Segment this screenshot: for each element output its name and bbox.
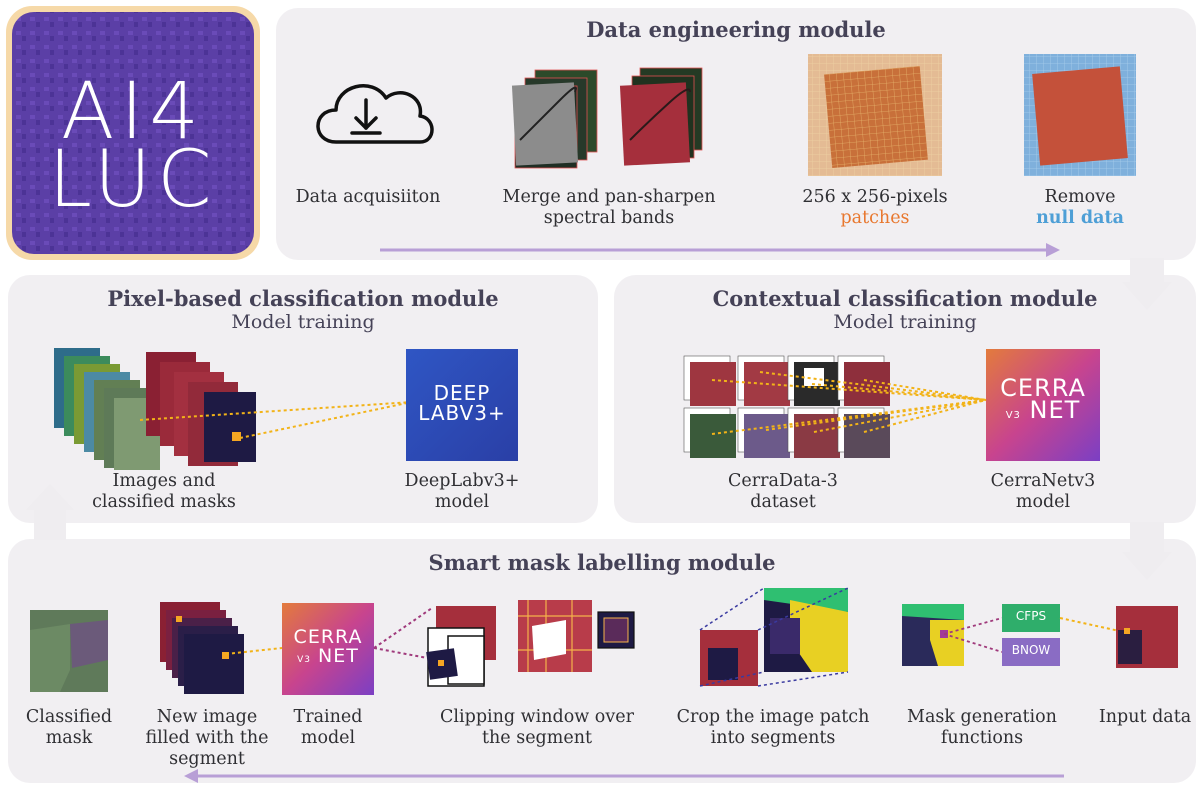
deeplab-model-label-line1: DeepLabv3+ — [404, 471, 520, 491]
step-remove-label-line1: Remove — [1044, 187, 1116, 207]
classified-mask-label-line1: Classified — [25, 707, 113, 727]
step-merge-label: Merge and pan-sharpen spectral bands — [494, 187, 724, 229]
cerranet-logo-line2-wrap: V3 NET — [986, 396, 1100, 427]
patches-grid-image — [808, 54, 942, 176]
crop-segments-image — [699, 587, 849, 687]
cerradata-grid — [683, 355, 987, 458]
step-null-data-accent: null data — [1036, 208, 1124, 228]
classified-mask-image — [30, 610, 108, 692]
crop-patch-label-line1: Crop the image patch — [676, 707, 870, 727]
trained-model-label-line2: model — [300, 728, 356, 748]
connector-arrow-down-1 — [1122, 258, 1172, 310]
crop-patch-label: Crop the image patch into segments — [670, 707, 876, 749]
mask-generation-label-line2: functions — [940, 728, 1024, 748]
step-patches-label: 256 x 256-pixels patches — [770, 187, 980, 229]
cerranet-model-label-line2: model — [1015, 492, 1071, 512]
mask-generation-label: Mask generation functions — [894, 707, 1070, 749]
trained-model-label-line1: Trained — [293, 707, 363, 727]
mask-generation-image — [902, 604, 1003, 666]
bnow-label: BNOW — [1011, 643, 1051, 657]
cerradata-label-line2: dataset — [750, 492, 816, 512]
new-image-label-line3: segment — [169, 749, 245, 769]
step-data-acquisition-label: Data acquisiiton — [295, 187, 441, 207]
cerranet-model-label-line1: CerraNetv3 — [990, 471, 1096, 491]
trained-cerranet-logo-line2-wrap: V3 NET — [282, 647, 374, 670]
clipping-window-label-line2: the segment — [481, 728, 593, 748]
trained-cerranet-logo-line1: CERRA — [293, 626, 363, 648]
step-patches-accent: patches — [840, 208, 910, 228]
clipping-window-images — [426, 600, 635, 687]
mask-generation-label-line1: Mask generation — [907, 707, 1057, 727]
deeplab-model-label: DeepLabv3+ model — [382, 471, 542, 513]
new-image-label-line2: filled with the — [145, 728, 269, 748]
step-merge-label-line1: Merge and pan-sharpen — [502, 187, 716, 207]
classified-mask-label: Classified mask — [12, 707, 126, 749]
cerradata-label-line1: CerraData-3 — [728, 471, 838, 491]
clipping-window-label-line1: Clipping window over — [440, 707, 634, 727]
clipping-window-label: Clipping window over the segment — [424, 707, 650, 749]
deeplab-model-label-line2: model — [434, 492, 490, 512]
null-data-grid-image — [1024, 54, 1136, 176]
deeplab-logo-line2: LABV3+ — [418, 401, 506, 425]
smart-mask-title: Smart mask labelling module — [428, 550, 776, 575]
deeplab-logo — [406, 349, 518, 461]
cerranet-logo-line2: NET — [1029, 396, 1081, 424]
new-image-stack — [160, 602, 283, 694]
classified-mask-label-line2: mask — [45, 728, 93, 748]
trained-cerranet-logo-v3: V3 — [297, 655, 311, 665]
contextual-module-subtitle: Model training — [833, 311, 977, 333]
band-stack-red — [619, 67, 703, 166]
data-engineering-title: Data engineering module — [586, 17, 886, 42]
deeplab-logo-line1: DEEP — [433, 381, 491, 405]
cerradata-label: CerraData-3 dataset — [708, 471, 858, 513]
logo-text-line1: AI4 — [61, 67, 205, 157]
images-masks-label-line2: classified masks — [92, 492, 236, 512]
cerranet-logo — [986, 349, 1100, 461]
trained-cerranet-logo-line2: NET — [318, 645, 359, 667]
new-image-label-line1: New image — [156, 707, 258, 727]
step-remove-null-label: Remove null data — [1010, 187, 1150, 229]
images-masks-label: Images and classified masks — [74, 471, 254, 513]
input-data-image — [1116, 606, 1178, 668]
step-merge-label-line2: spectral bands — [543, 208, 675, 228]
crop-patch-label-line2: into segments — [710, 728, 836, 748]
flow-arrow-top — [380, 243, 1060, 257]
pixel-module-subtitle: Model training — [231, 311, 375, 333]
step-patches-label-line1: 256 x 256-pixels — [802, 187, 948, 207]
logo-text-line2: LUC — [48, 135, 218, 225]
cerranet-model-label: CerraNetv3 model — [968, 471, 1118, 513]
cerranet-logo-line1: CERRA — [1000, 374, 1086, 402]
cfps-label: CFPS — [1015, 609, 1047, 623]
input-data-label: Input data — [1098, 707, 1192, 727]
contextual-module-title: Contextual classification module — [712, 286, 1098, 311]
cfps-function-badge — [1002, 604, 1060, 632]
cerranet-logo-text: CERRA V3 NET — [986, 374, 1100, 427]
connector-arrow-up — [26, 484, 74, 540]
cerranet-logo-v3: V3 — [1005, 410, 1021, 421]
bnow-function-badge — [1002, 638, 1060, 666]
images-masks-label-line1: Images and — [112, 471, 216, 491]
trained-model-label: Trained model — [278, 707, 378, 749]
deeplab-logo-text: DEEP LABV3+ — [406, 383, 518, 423]
cloud-download-icon — [316, 84, 434, 144]
band-stack-gray — [511, 69, 598, 169]
trained-cerranet-logo — [282, 603, 374, 695]
flow-arrow-bottom — [184, 769, 1064, 783]
pixel-module-title: Pixel-based classification module — [107, 286, 499, 311]
ai4luc-logo — [6, 6, 260, 260]
images-masks-stack — [54, 348, 413, 470]
trained-cerranet-logo-text: CERRA V3 NET — [282, 628, 374, 670]
new-image-label: New image filled with the segment — [142, 707, 272, 770]
connector-arrow-down-2 — [1122, 522, 1172, 580]
